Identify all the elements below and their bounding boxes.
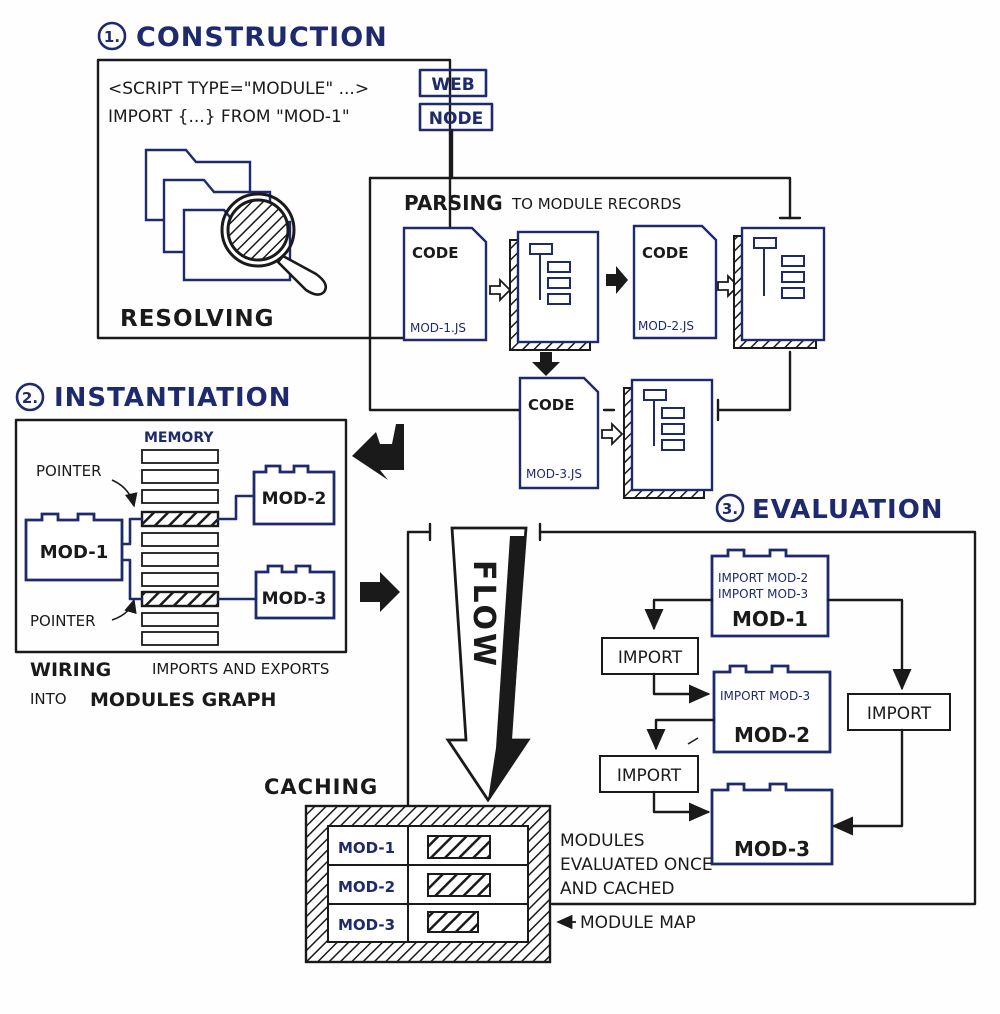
parsing-box-top: [368, 176, 792, 220]
cache-row-2-name: MOD-2: [338, 878, 395, 896]
cache-note-1: MODULES: [560, 831, 645, 851]
code-label-3: CODE: [528, 396, 574, 414]
wiring-into: INTO: [30, 690, 67, 708]
evaluation-section: 3. EVALUATION IMPORT MOD-2 IMPORT MOD-3 …: [599, 493, 951, 866]
step-3-circle: [715, 493, 745, 523]
import-box-3-label: IMPORT: [867, 704, 932, 724]
cache-note-3: AND CACHED: [560, 879, 675, 899]
construction-box: [96, 58, 452, 340]
web-tag: [418, 68, 488, 98]
cache-note-2: EVALUATED ONCE: [560, 855, 713, 875]
wiring-subtitle: IMPORTS AND EXPORTS: [152, 660, 329, 678]
cache-row-2-value: [427, 873, 491, 897]
evaluation-title: EVALUATION: [752, 495, 944, 525]
step-1-circle: [97, 21, 127, 51]
construction-title: CONSTRUCTION: [136, 22, 388, 53]
file-name-mod-2: MOD-2.JS: [638, 319, 694, 333]
caching-section: CACHING MOD-1 MOD-2 MOD-3 MODULES EVALUA…: [264, 775, 713, 964]
parsing-label: PARSING: [404, 191, 503, 215]
import-box-1: [601, 637, 699, 675]
instantiation-mod-2: MOD-2: [252, 464, 336, 526]
module-record-2: [733, 226, 826, 349]
modules-graph-label: MODULES GRAPH: [90, 689, 276, 711]
import-box-3: [847, 693, 951, 731]
instantiation-title: INSTANTIATION: [54, 383, 292, 413]
import-box-2-label: IMPORT: [617, 766, 682, 786]
magnifier-icon: [220, 192, 328, 296]
wiring-label: WIRING: [30, 659, 111, 681]
import-line: IMPORT {...} FROM "MOD-1": [108, 107, 350, 127]
cache-row-3-value: [427, 911, 479, 933]
eval-mod-1-import-2: IMPORT MOD-3: [718, 587, 808, 601]
eval-mod-2-label: MOD-2: [734, 723, 810, 747]
evaluation-mod-3: MOD-3: [710, 782, 834, 866]
step-2-circle: [15, 382, 45, 412]
node-tag-label: NODE: [429, 109, 483, 129]
file-name-mod-1: MOD-1.JS: [410, 321, 466, 335]
evaluation-mod-2: IMPORT MOD-3 MOD-2: [712, 664, 832, 754]
eval-mod-3-label: MOD-3: [734, 837, 810, 861]
step-1-number: 1.: [104, 28, 120, 46]
evaluation-mod-1: IMPORT MOD-2 IMPORT MOD-3 MOD-1: [710, 548, 830, 638]
node-tag: [418, 102, 494, 132]
construction-section: 1. CONSTRUCTION <SCRIPT TYPE="MODULE" ..…: [96, 21, 826, 499]
web-tag-label: WEB: [431, 75, 474, 95]
pointer-label-bottom: POINTER: [30, 612, 96, 630]
instantiation-box: [14, 418, 348, 654]
big-arrow-to-instantiation: [352, 424, 404, 480]
flow-frame-left: [406, 530, 432, 810]
parsing-box-right: [716, 350, 792, 412]
module-map-label: MODULE MAP: [580, 913, 696, 933]
memory-stack: [140, 449, 220, 646]
evaluation-frame: [538, 530, 977, 906]
caching-title: CACHING: [264, 775, 378, 799]
eval-mod-1-label: MOD-1: [732, 607, 808, 631]
step-3-number: 3.: [722, 500, 738, 518]
arrow-to-flow: [360, 572, 400, 612]
inst-mod-3-label: MOD-3: [262, 589, 327, 609]
memory-label: MEMORY: [144, 430, 214, 446]
file-name-mod-3: MOD-3.JS: [526, 467, 582, 481]
code-label-2: CODE: [642, 244, 688, 262]
arrow-to-mod-2: [606, 266, 628, 294]
flow-arrow: FLOW: [445, 526, 531, 803]
memory-slot-mod-2: [140, 510, 220, 528]
flow-label: FLOW: [466, 560, 501, 669]
arrow-parse-1: [489, 277, 512, 303]
parsing-box-left: [368, 176, 522, 412]
file-mod-1: CODE MOD-1.JS: [402, 226, 488, 342]
cache-row-1-value: [427, 835, 491, 859]
instantiation-mod-1: MOD-1: [24, 512, 124, 582]
file-mod-2: CODE MOD-2.JS: [632, 224, 718, 340]
eval-mod-2-import: IMPORT MOD-3: [720, 689, 810, 703]
import-box-1-label: IMPORT: [618, 648, 683, 668]
file-mod-3: CODE MOD-3.JS: [518, 376, 600, 490]
arrow-to-mod-3: [532, 352, 560, 376]
instantiation-mod-3: MOD-3: [254, 564, 336, 620]
code-label-1: CODE: [412, 244, 458, 262]
module-record-3: [623, 378, 714, 499]
script-tag-line: <SCRIPT TYPE="MODULE" ...>: [108, 79, 369, 99]
cache-row-1-name: MOD-1: [338, 839, 395, 857]
module-record-1: [509, 230, 600, 351]
inst-mod-1-label: MOD-1: [40, 542, 108, 563]
eval-mod-1-import-1: IMPORT MOD-2: [718, 571, 808, 585]
arrow-parse-3: [601, 421, 624, 447]
step-2-number: 2.: [22, 389, 38, 407]
pointer-label-top: POINTER: [36, 462, 102, 480]
resolving-label: RESOLVING: [120, 306, 275, 332]
memory-slot-mod-3: [140, 590, 220, 608]
import-box-2: [599, 755, 699, 793]
inst-mod-2-label: MOD-2: [262, 489, 327, 509]
parsing-suffix: TO MODULE RECORDS: [511, 195, 681, 213]
cache-row-3-name: MOD-3: [338, 916, 395, 934]
instantiation-section: 2. INSTANTIATION MEMORY POINTER POINTER …: [14, 382, 348, 711]
